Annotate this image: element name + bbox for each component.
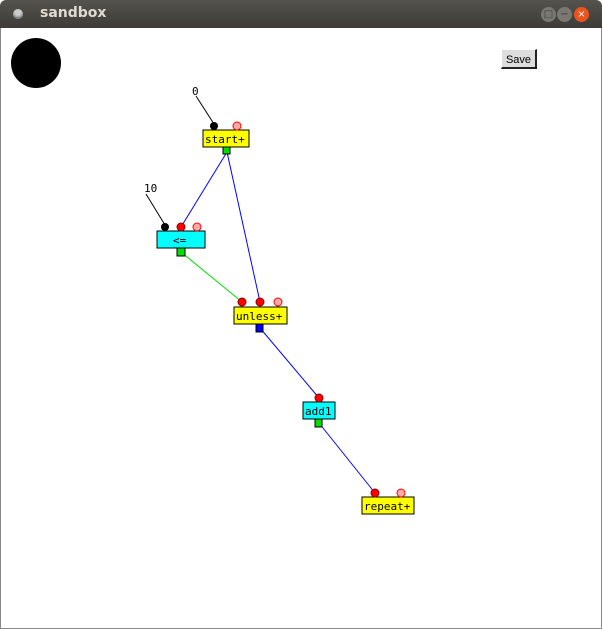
wire	[318, 422, 376, 494]
node-start[interactable]: start+	[202, 121, 250, 155]
input-port[interactable]	[237, 297, 247, 307]
wire	[180, 151, 228, 228]
node-add1[interactable]: add1	[302, 393, 336, 428]
black-circle-indicator[interactable]	[11, 38, 61, 88]
input-port[interactable]	[396, 488, 406, 498]
input-port[interactable]	[273, 297, 283, 307]
node-label: <=	[173, 234, 187, 247]
input-port[interactable]	[192, 222, 202, 232]
window-title: sandbox	[40, 5, 107, 21]
input-port[interactable]	[255, 297, 265, 307]
const-wire	[145, 193, 166, 226]
node-unless[interactable]: unless+	[233, 297, 288, 333]
input-port[interactable]	[161, 223, 169, 231]
constant-label[interactable]: 0	[192, 85, 199, 98]
title-bar: sandbox □ − ×	[0, 0, 602, 28]
node-label: unless+	[236, 310, 283, 323]
output-port[interactable]	[255, 323, 264, 333]
input-port[interactable]	[314, 393, 324, 403]
close-button[interactable]: ×	[574, 7, 589, 22]
output-port[interactable]	[176, 247, 186, 257]
node-label: repeat+	[364, 500, 411, 513]
input-port[interactable]	[210, 122, 218, 130]
wire	[226, 151, 261, 303]
node-repeat[interactable]: repeat+	[361, 488, 415, 515]
maximize-button[interactable]: □	[541, 7, 556, 22]
wire	[259, 327, 320, 399]
node-le[interactable]: <=	[156, 222, 206, 257]
wire	[180, 251, 243, 303]
minimize-button[interactable]: −	[557, 7, 572, 22]
save-button[interactable]: Save	[501, 49, 537, 69]
output-port[interactable]	[222, 146, 231, 155]
input-port[interactable]	[370, 488, 380, 498]
app-icon	[13, 9, 23, 19]
node-label: start+	[205, 133, 245, 146]
const-wire	[195, 95, 215, 125]
output-port[interactable]	[314, 418, 323, 428]
input-port[interactable]	[232, 121, 242, 131]
node-label: add1	[305, 405, 332, 418]
constant-label[interactable]: 10	[144, 182, 157, 195]
input-port[interactable]	[176, 222, 186, 232]
